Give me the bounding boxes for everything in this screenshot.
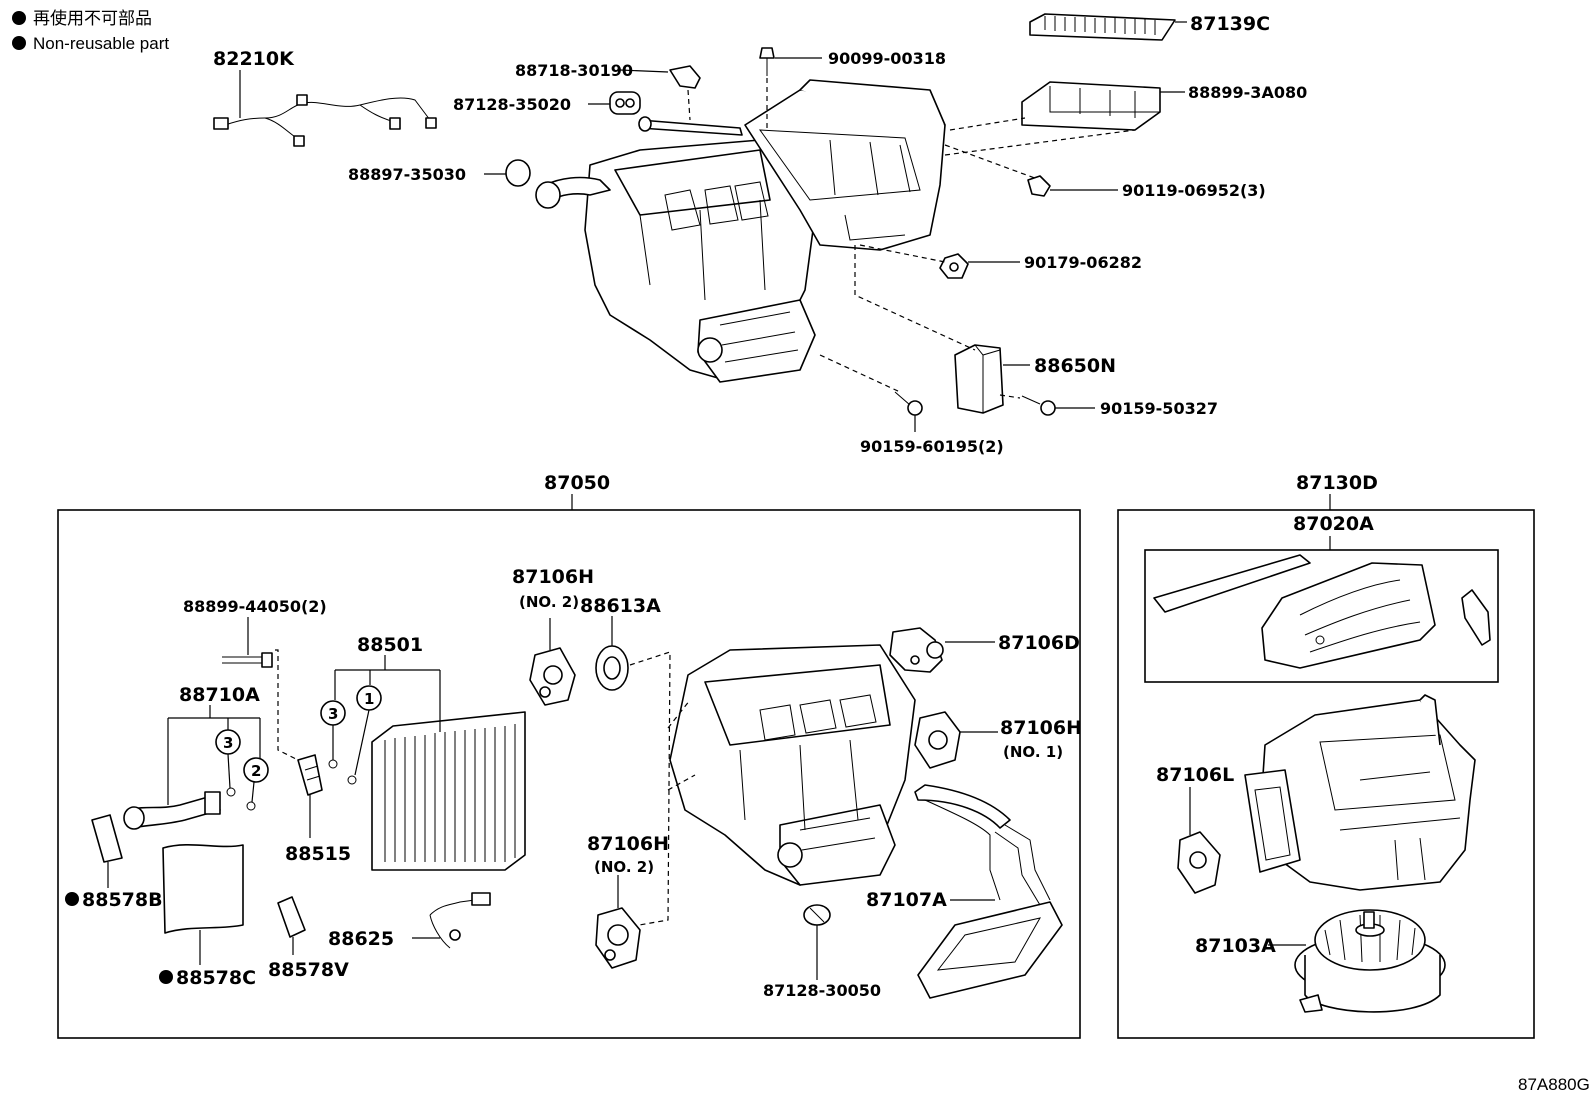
box1-labels: 88899-44050(2) 88501 88710A 88515 88578B… xyxy=(82,566,1082,1000)
nut-90179-drawing xyxy=(939,253,969,279)
bolt-90159-60195-drawing xyxy=(894,391,923,416)
heater-core-drawing xyxy=(914,784,1063,999)
label-87106L: 87106L xyxy=(1156,764,1234,786)
evaporator-drawing xyxy=(371,711,526,871)
seal-strip-drawing xyxy=(1153,554,1311,613)
screw-90099-drawing xyxy=(759,47,775,76)
top-assembly xyxy=(213,13,1187,432)
label-88578B: 88578B xyxy=(82,889,163,911)
circle-1-evaporator-text: 1 xyxy=(364,690,374,708)
circle-2-tube xyxy=(243,757,269,783)
legend-en-text: Non-reusable part xyxy=(33,34,169,53)
label-90119-06952: 90119-06952(3) xyxy=(1122,181,1266,200)
insulator-88578b-drawing xyxy=(91,814,123,863)
box2-labels: 87106L 87103A xyxy=(1156,764,1276,957)
blower-motor-drawing xyxy=(1294,909,1446,1013)
top-labels: 82210K 88718-30190 90099-00318 87139C 87… xyxy=(213,13,1307,456)
label-90099-00318: 90099-00318 xyxy=(828,49,946,68)
label-88501: 88501 xyxy=(357,634,423,656)
grommet-87128-30050-drawing xyxy=(803,904,831,926)
label-88710A: 88710A xyxy=(179,684,260,706)
blower-case-drawing xyxy=(1261,562,1436,669)
servo-87106l-drawing xyxy=(1177,831,1221,894)
bracket-88718-drawing xyxy=(669,65,701,89)
label-90159-50327: 90159-50327 xyxy=(1100,399,1218,418)
label-87106D: 87106D xyxy=(998,632,1080,654)
grommet-87128-35020-drawing xyxy=(609,91,641,115)
label-87050: 87050 xyxy=(544,472,610,494)
figure-code: 87A880G xyxy=(1518,1075,1590,1094)
label-90159-60195: 90159-60195(2) xyxy=(860,437,1004,456)
label-88718-30190: 88718-30190 xyxy=(515,61,633,80)
circle-3-evaporator-text: 3 xyxy=(328,705,338,723)
label-87130D: 87130D xyxy=(1296,472,1378,494)
circle-3-tube-text: 3 xyxy=(223,734,233,752)
label-88613A: 88613A xyxy=(580,595,661,617)
filter-case-drawing xyxy=(1021,81,1185,131)
gear-88613a-drawing xyxy=(595,645,629,691)
legend-bullet-jp xyxy=(12,11,26,25)
label-87107A: 87107A xyxy=(866,889,947,911)
hvac-unit-drawing xyxy=(535,79,946,383)
label-87020A: 87020A xyxy=(1293,513,1374,535)
circle-2-tube-text: 2 xyxy=(251,762,261,780)
bolt-90159-50327-drawing xyxy=(1021,395,1056,416)
insulator-88578c-drawing xyxy=(162,843,244,934)
label-90179-06282: 90179-06282 xyxy=(1024,253,1142,272)
blower-unit-drawing xyxy=(1244,694,1476,891)
label-87106H-bottom: 87106H xyxy=(587,833,669,855)
insulator-88578v-drawing xyxy=(277,896,306,938)
nonreusable-mark-88578b xyxy=(65,892,79,906)
expansion-valve-drawing xyxy=(297,754,323,796)
label-87106H-no1: 87106H xyxy=(1000,717,1082,739)
label-87106H-top: 87106H xyxy=(512,566,594,588)
label-87128-35020: 87128-35020 xyxy=(453,95,571,114)
label-88515: 88515 xyxy=(285,843,351,865)
screw-90119-drawing xyxy=(1027,175,1051,197)
legend-bullet-en xyxy=(12,36,26,50)
label-87128-30050: 87128-30050 xyxy=(763,981,881,1000)
label-87103A: 87103A xyxy=(1195,935,1276,957)
sensor-88625-drawing xyxy=(429,892,491,949)
servo-87106h-bottom-drawing xyxy=(595,907,641,969)
assembly-87050: 87050 3 1 xyxy=(57,472,1081,1039)
label-88897-35030: 88897-35030 xyxy=(348,165,466,184)
assembly-87050-frame xyxy=(57,509,1081,1039)
assembly-87020a-frame xyxy=(1144,549,1499,683)
bolt-88899-44050-drawing xyxy=(222,652,273,668)
seal-88897-drawing xyxy=(505,159,531,187)
label-88578V: 88578V xyxy=(268,959,349,981)
wire-harness-drawing xyxy=(213,70,437,147)
label-88650N: 88650N xyxy=(1034,355,1116,377)
clip-drawing xyxy=(1461,589,1491,646)
label-88899-3A080: 88899-3A080 xyxy=(1188,83,1307,102)
label-87139C: 87139C xyxy=(1190,13,1270,35)
assembly-87130d: 87130D 87020A xyxy=(1117,472,1535,1039)
label-88899-44050: 88899-44050(2) xyxy=(183,597,327,616)
tube-88710a-drawing xyxy=(123,791,221,830)
servo-87106h-top-drawing xyxy=(529,647,576,706)
label-87106H-no1-note: (NO. 1) xyxy=(1003,743,1063,761)
legend-jp-text: 再使用不可部品 xyxy=(33,8,152,28)
assembly-87130d-frame xyxy=(1117,509,1535,1039)
label-87106H-top-note: (NO. 2) xyxy=(519,593,579,611)
label-88578C: 88578C xyxy=(176,967,256,989)
legend: 再使用不可部品 Non-reusable part xyxy=(12,8,169,53)
servo-87106h-no1-drawing xyxy=(914,711,961,769)
ecu-88650n-drawing xyxy=(954,344,1004,414)
cabin-filter-drawing xyxy=(1029,13,1187,41)
label-87106H-bottom-note: (NO. 2) xyxy=(594,858,654,876)
servo-87106d-drawing xyxy=(889,627,944,673)
nonreusable-mark-88578c xyxy=(159,970,173,984)
heater-unit-drawing xyxy=(669,644,916,886)
label-82210K: 82210K xyxy=(213,48,295,70)
label-88625: 88625 xyxy=(328,928,394,950)
